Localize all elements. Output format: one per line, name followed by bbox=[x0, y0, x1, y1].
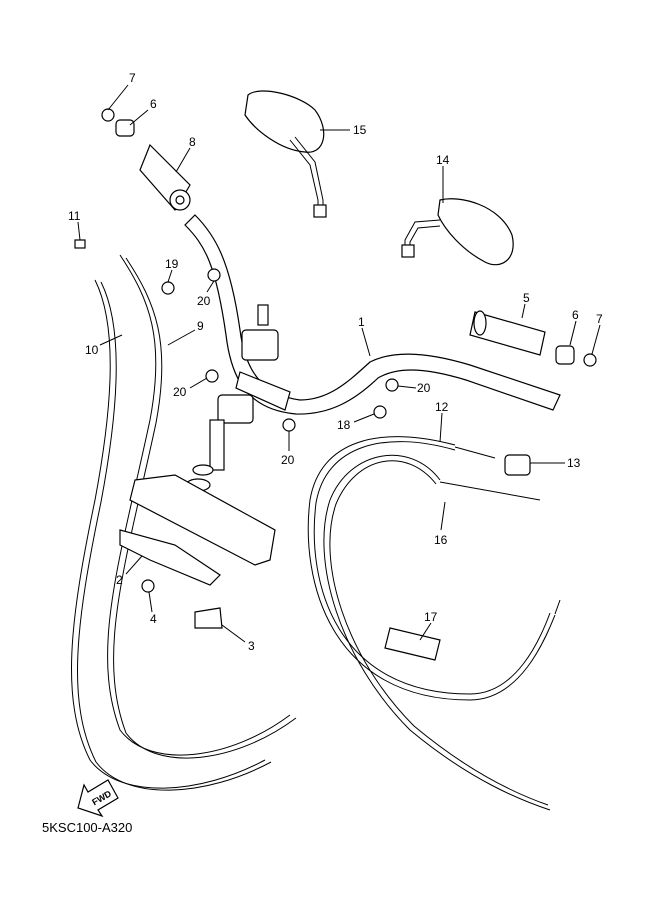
cable-9-10 bbox=[71, 254, 297, 791]
callout-17: 17 bbox=[424, 610, 438, 624]
callout-15: 15 bbox=[353, 123, 367, 137]
adjuster-13 bbox=[504, 454, 531, 476]
clamp-20 bbox=[207, 268, 221, 282]
bracket-2 bbox=[119, 529, 221, 586]
callout-11: 11 bbox=[68, 209, 81, 223]
callout-19: 19 bbox=[165, 257, 179, 271]
callout-18: 18 bbox=[337, 418, 351, 432]
end-weight-6-left bbox=[115, 119, 135, 137]
bolt-11 bbox=[74, 239, 86, 249]
mirror-14 bbox=[401, 198, 514, 266]
callout-5: 5 bbox=[523, 291, 530, 305]
callout-6: 6 bbox=[150, 97, 157, 111]
callout-16: 16 bbox=[434, 533, 448, 547]
clamp-18 bbox=[373, 405, 387, 419]
callout-4: 4 bbox=[150, 612, 157, 626]
nut-4 bbox=[141, 579, 155, 593]
end-cap-7-left bbox=[101, 108, 115, 122]
end-weight-6-right bbox=[555, 345, 575, 365]
callout-20: 20 bbox=[281, 453, 295, 467]
cable-12-16 bbox=[307, 436, 561, 811]
callout-13: 13 bbox=[567, 456, 581, 470]
mirror-15 bbox=[244, 90, 327, 218]
callout-8: 8 bbox=[189, 135, 196, 149]
callout-3: 3 bbox=[248, 639, 255, 653]
callout-1: 1 bbox=[358, 315, 365, 329]
callout-20: 20 bbox=[173, 385, 187, 399]
leader-lines bbox=[77, 84, 601, 643]
callout-12: 12 bbox=[435, 400, 449, 414]
callout-10: 10 bbox=[85, 343, 99, 357]
callout-7: 7 bbox=[596, 312, 603, 326]
clamp-20 bbox=[205, 369, 219, 383]
callout-7: 7 bbox=[129, 71, 136, 85]
fwd-arrow: FWD bbox=[77, 779, 119, 818]
callout-2: 2 bbox=[116, 573, 123, 587]
callout-20: 20 bbox=[197, 294, 211, 308]
upper-bracket bbox=[129, 474, 276, 566]
callout-20: 20 bbox=[417, 381, 431, 395]
clamp-3 bbox=[194, 607, 223, 629]
diagram-code: 5KSC100-A320 bbox=[42, 820, 132, 835]
handlebar-holder bbox=[185, 304, 279, 492]
callout-6: 6 bbox=[572, 308, 579, 322]
grip-5 bbox=[469, 310, 546, 356]
clamp-20 bbox=[282, 418, 296, 432]
end-cap-7-right bbox=[583, 353, 597, 367]
clamp-19 bbox=[161, 281, 175, 295]
clamp-20 bbox=[385, 378, 399, 392]
callout-14: 14 bbox=[436, 153, 450, 167]
callout-9: 9 bbox=[197, 319, 204, 333]
grip-8 bbox=[139, 143, 191, 212]
cable-guide-17 bbox=[384, 627, 441, 661]
